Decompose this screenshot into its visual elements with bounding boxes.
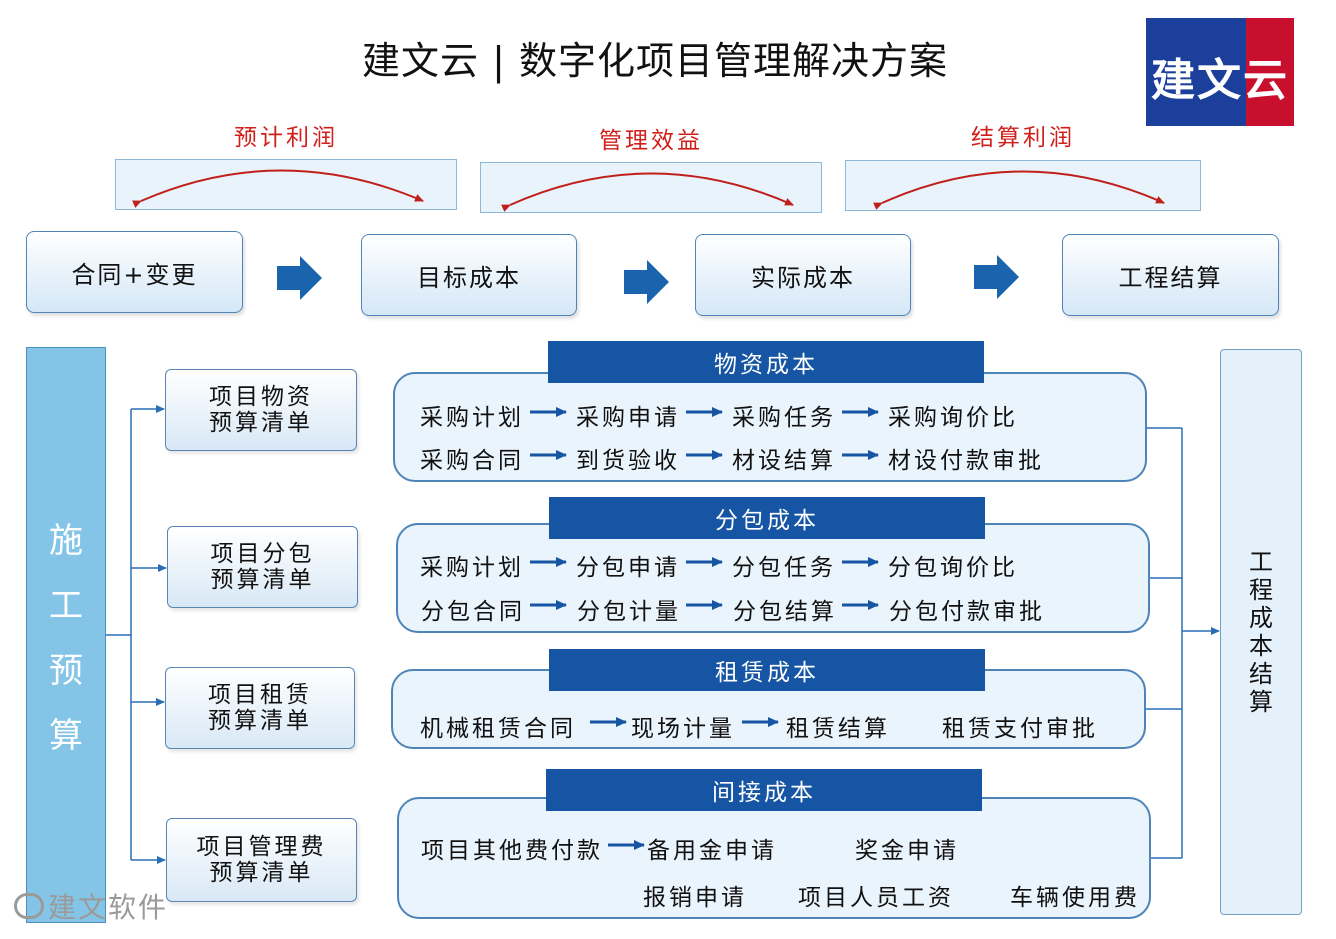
construction-budget-char: 预 <box>49 651 83 691</box>
settlement-char: 本 <box>1249 632 1273 660</box>
step-purchase-contract: 采购合同 <box>420 448 524 474</box>
step-purchase-plan: 采购计划 <box>420 405 524 431</box>
step-subcontract-payment-approval: 分包付款审批 <box>889 599 1045 625</box>
step-material-settlement: 材设结算 <box>732 448 836 474</box>
curve-arrow-settlement-profit <box>873 170 1165 210</box>
category-header-subcontract: 分包成本 <box>549 497 985 539</box>
step-lease-settlement: 租赁结算 <box>786 716 890 742</box>
flow-box-project-settlement: 工程结算 <box>1062 234 1279 316</box>
curve-arrow-expected-profit <box>132 169 424 208</box>
settlement-connector <box>1146 427 1220 859</box>
chat-bubble-icon <box>14 893 44 919</box>
budget-box-materials: 项目物资 预算清单 <box>165 369 357 451</box>
budget-box-subcontract: 项目分包 预算清单 <box>167 526 358 608</box>
budget-box-leasing: 项目租赁 预算清单 <box>165 667 355 749</box>
curve-arrow-management-benefit <box>501 172 794 212</box>
brand-logo: 建文云 <box>1146 18 1294 126</box>
right-arrow-icon <box>624 260 669 304</box>
step-purchase-inquiry: 采购询价比 <box>888 405 1018 431</box>
construction-budget-char: 算 <box>49 716 83 756</box>
step-subcontract-settlement: 分包结算 <box>733 599 837 625</box>
step-purchase-request: 采购申请 <box>576 405 680 431</box>
flow-label: 工程结算 <box>1118 263 1223 292</box>
budget-line: 预算清单 <box>208 708 312 734</box>
project-cost-settlement-box: 工 程 成 本 结 算 <box>1220 349 1302 915</box>
settlement-char: 程 <box>1249 576 1273 604</box>
flow-box-contract-change: 合同+变更 <box>26 231 243 313</box>
step-staff-salary: 项目人员工资 <box>798 885 954 911</box>
step-bonus-request: 奖金申请 <box>855 838 959 864</box>
benefit-label-expected-profit: 预计利润 <box>234 125 338 151</box>
budget-line: 项目分包 <box>210 541 315 567</box>
step-petty-cash-request: 备用金申请 <box>647 838 777 864</box>
category-header-indirect: 间接成本 <box>546 769 982 811</box>
budget-line: 预算清单 <box>209 410 313 436</box>
budget-line: 项目物资 <box>209 384 313 410</box>
benefit-label-settlement-profit: 结算利润 <box>971 125 1075 151</box>
page-title: 建文云 | 数字化项目管理解决方案 <box>362 39 948 83</box>
step-lease-payment-approval: 租赁支付审批 <box>942 716 1098 742</box>
category-header-materials: 物资成本 <box>548 341 984 383</box>
logo-text: 建文云 <box>1151 55 1289 106</box>
settlement-char: 结 <box>1249 660 1273 688</box>
logo-red-band <box>1246 18 1294 126</box>
budget-box-management-fee: 项目管理费 预算清单 <box>166 818 357 902</box>
watermark: 建文软件 <box>14 886 168 926</box>
step-delivery-acceptance: 到货验收 <box>576 448 680 474</box>
step-machine-lease-contract: 机械租赁合同 <box>420 716 576 742</box>
step-other-expense-payment: 项目其他费付款 <box>421 838 603 864</box>
step-purchase-task: 采购任务 <box>732 405 836 431</box>
budget-line: 预算清单 <box>209 860 314 886</box>
flow-box-target-cost: 目标成本 <box>361 234 577 316</box>
step-arrows <box>530 407 879 850</box>
construction-budget-char: 工 <box>49 586 83 626</box>
flow-box-actual-cost: 实际成本 <box>695 234 911 316</box>
flow-label: 目标成本 <box>417 263 521 292</box>
step-subcontract-measurement: 分包计量 <box>577 599 681 625</box>
category-box-indirect <box>397 797 1151 919</box>
construction-budget-bar: 施 工 预 算 <box>26 347 106 923</box>
right-arrow-icon <box>277 256 322 300</box>
category-box-subcontract <box>396 523 1150 633</box>
step-purchase-plan: 采购计划 <box>420 555 524 581</box>
step-subcontract-task: 分包任务 <box>732 555 836 581</box>
step-subcontract-inquiry: 分包询价比 <box>888 555 1018 581</box>
settlement-char: 算 <box>1249 688 1273 716</box>
step-material-payment-approval: 材设付款审批 <box>888 448 1044 474</box>
right-arrow-icon <box>974 255 1019 299</box>
watermark-text: 建文软件 <box>48 891 169 924</box>
budget-line: 项目租赁 <box>208 682 312 708</box>
step-vehicle-expense: 车辆使用费 <box>1010 885 1140 911</box>
step-site-measurement: 现场计量 <box>631 716 735 742</box>
settlement-char: 工 <box>1249 548 1273 576</box>
step-reimbursement-request: 报销申请 <box>643 885 747 911</box>
benefit-label-management-benefit: 管理效益 <box>599 128 703 154</box>
settlement-char: 成 <box>1249 604 1273 632</box>
budget-line: 项目管理费 <box>196 834 327 860</box>
budget-tree-connector <box>106 405 167 864</box>
flow-label: 实际成本 <box>751 263 855 292</box>
flow-label: 合同+变更 <box>71 260 198 289</box>
category-header-leasing: 租赁成本 <box>549 649 985 691</box>
budget-line: 预算清单 <box>210 567 315 593</box>
step-subcontract-contract: 分包合同 <box>421 599 525 625</box>
category-box-materials <box>393 372 1147 482</box>
construction-budget-char: 施 <box>49 521 83 561</box>
step-subcontract-request: 分包申请 <box>576 555 680 581</box>
